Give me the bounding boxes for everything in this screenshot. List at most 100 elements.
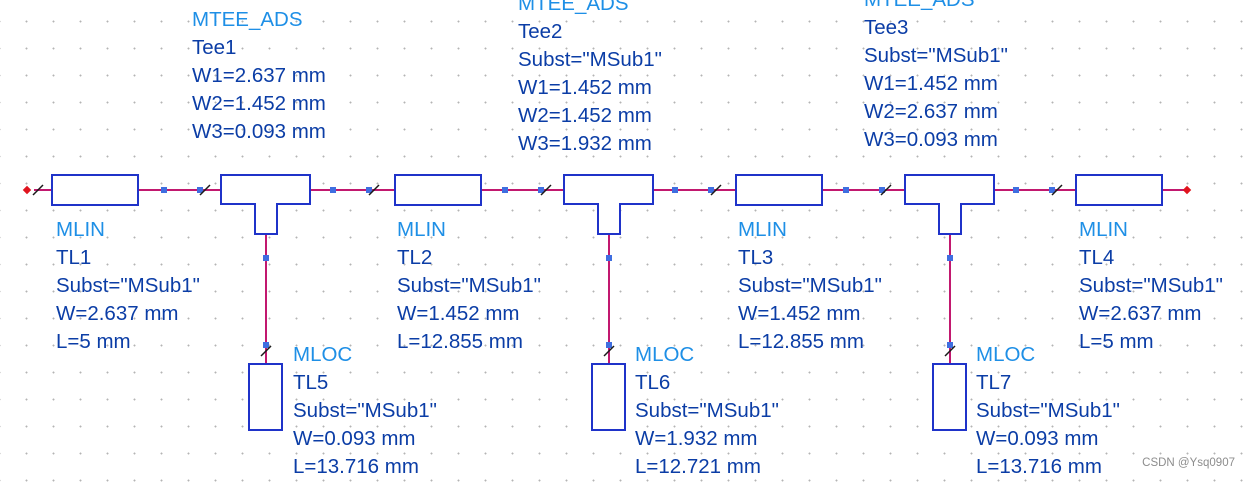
pin-node <box>330 187 336 193</box>
pin-tick <box>944 345 956 357</box>
tl1-label[interactable]: MLIN TL1 Subst="MSub1" W=2.637 mm L=5 mm <box>56 216 200 356</box>
component-param: W1=2.637 mm <box>192 64 326 87</box>
component-param: Subst="MSub1" <box>864 44 1008 67</box>
component-type: MLIN <box>397 218 446 241</box>
mlin-symbol <box>51 174 139 206</box>
pin-tick <box>260 345 272 357</box>
pin-node <box>366 187 372 193</box>
pin-tick <box>603 345 615 357</box>
component-param: W=0.093 mm <box>293 427 416 450</box>
pin-node <box>538 187 544 193</box>
component-type: MLOC <box>976 343 1036 366</box>
component-param: Subst="MSub1" <box>293 399 437 422</box>
component-type: MLOC <box>293 343 353 366</box>
component-param: Subst="MSub1" <box>976 399 1120 422</box>
tl4-label[interactable]: MLIN TL4 Subst="MSub1" W=2.637 mm L=5 mm <box>1079 216 1223 356</box>
component-name: TL4 <box>1079 246 1115 269</box>
mloc-symbol <box>248 363 283 431</box>
pin-node <box>197 187 203 193</box>
component-param: W=0.093 mm <box>976 427 1099 450</box>
component-param: W2=2.637 mm <box>864 100 998 123</box>
component-name: Tee1 <box>192 36 237 59</box>
pin-node <box>1013 187 1019 193</box>
tee-symbol <box>563 174 654 235</box>
tee-symbol <box>220 174 311 235</box>
component-param: L=5 mm <box>56 330 131 353</box>
mloc-symbol <box>932 363 967 431</box>
port-terminal <box>22 185 32 195</box>
component-param: L=12.855 mm <box>397 330 523 353</box>
component-type: MTEE_ADS <box>518 0 629 15</box>
component-param: W=1.932 mm <box>635 427 758 450</box>
tl2-label[interactable]: MLIN TL2 Subst="MSub1" W=1.452 mm L=12.8… <box>397 216 541 356</box>
pin-tick <box>710 184 722 196</box>
component-name: TL5 <box>293 371 329 394</box>
pin-tick <box>1051 184 1063 196</box>
pin-node <box>708 187 714 193</box>
component-param: Subst="MSub1" <box>738 274 882 297</box>
tl7-label[interactable]: MLOC TL7 Subst="MSub1" W=0.093 mm L=13.7… <box>976 341 1120 481</box>
component-param: Subst="MSub1" <box>56 274 200 297</box>
component-type: MTEE_ADS <box>192 8 303 31</box>
mloc-symbol <box>591 363 626 431</box>
component-param: W=2.637 mm <box>1079 302 1202 325</box>
component-param: Subst="MSub1" <box>635 399 779 422</box>
component-param: W3=1.932 mm <box>518 132 652 155</box>
pin-tick <box>540 184 552 196</box>
tee3-label[interactable]: MTEE_ADS Tee3 Subst="MSub1" W1=1.452 mm … <box>864 0 1008 154</box>
component-param: L=12.721 mm <box>635 455 761 478</box>
component-param: Subst="MSub1" <box>518 48 662 71</box>
pin-node <box>263 342 269 348</box>
component-type: MLIN <box>56 218 105 241</box>
pin-node <box>672 187 678 193</box>
component-name: TL1 <box>56 246 92 269</box>
pin-node <box>947 342 953 348</box>
mlin-symbol <box>1075 174 1163 206</box>
component-param: L=13.716 mm <box>293 455 419 478</box>
tee1-label[interactable]: MTEE_ADS Tee1 W1=2.637 mm W2=1.452 mm W3… <box>192 6 326 146</box>
component-param: Subst="MSub1" <box>1079 274 1223 297</box>
component-param: W=2.637 mm <box>56 302 179 325</box>
pin-node <box>947 255 953 261</box>
port-terminal <box>1182 185 1192 195</box>
component-type: MLIN <box>738 218 787 241</box>
component-name: TL2 <box>397 246 433 269</box>
tl5-label[interactable]: MLOC TL5 Subst="MSub1" W=0.093 mm L=13.7… <box>293 341 437 481</box>
tee2-label[interactable]: MTEE_ADS Tee2 Subst="MSub1" W1=1.452 mm … <box>518 0 662 158</box>
pin-node <box>879 187 885 193</box>
pin-node <box>161 187 167 193</box>
pin-node <box>843 187 849 193</box>
watermark: CSDN @Ysq0907 <box>1142 457 1235 469</box>
component-name: Tee2 <box>518 20 563 43</box>
pins <box>22 184 1192 357</box>
pin-node <box>263 255 269 261</box>
pin-tick <box>368 184 380 196</box>
component-param: L=13.716 mm <box>976 455 1102 478</box>
pin-node <box>1049 187 1055 193</box>
pin-node <box>606 342 612 348</box>
component-param: W1=1.452 mm <box>864 72 998 95</box>
mlin-symbol <box>735 174 823 206</box>
tee-symbol <box>904 174 995 235</box>
pin-tick <box>32 184 44 196</box>
component-param: W3=0.093 mm <box>864 128 998 151</box>
component-name: TL6 <box>635 371 671 394</box>
component-param: W2=1.452 mm <box>518 104 652 127</box>
component-name: TL3 <box>738 246 774 269</box>
component-name: TL7 <box>976 371 1012 394</box>
component-type: MLOC <box>635 343 695 366</box>
component-param: W1=1.452 mm <box>518 76 652 99</box>
component-param: L=5 mm <box>1079 330 1154 353</box>
component-name: Tee3 <box>864 16 909 39</box>
mlin-symbol <box>394 174 482 206</box>
component-type: MTEE_ADS <box>864 0 1008 14</box>
component-param: Subst="MSub1" <box>397 274 541 297</box>
pin-node <box>606 255 612 261</box>
component-param: W=1.452 mm <box>738 302 861 325</box>
tl6-label[interactable]: MLOC TL6 Subst="MSub1" W=1.932 mm L=12.7… <box>635 341 779 481</box>
component-param: W2=1.452 mm <box>192 92 326 115</box>
pin-tick <box>199 184 211 196</box>
component-type: MLIN <box>1079 218 1128 241</box>
tl3-label[interactable]: MLIN TL3 Subst="MSub1" W=1.452 mm L=12.8… <box>738 216 882 356</box>
